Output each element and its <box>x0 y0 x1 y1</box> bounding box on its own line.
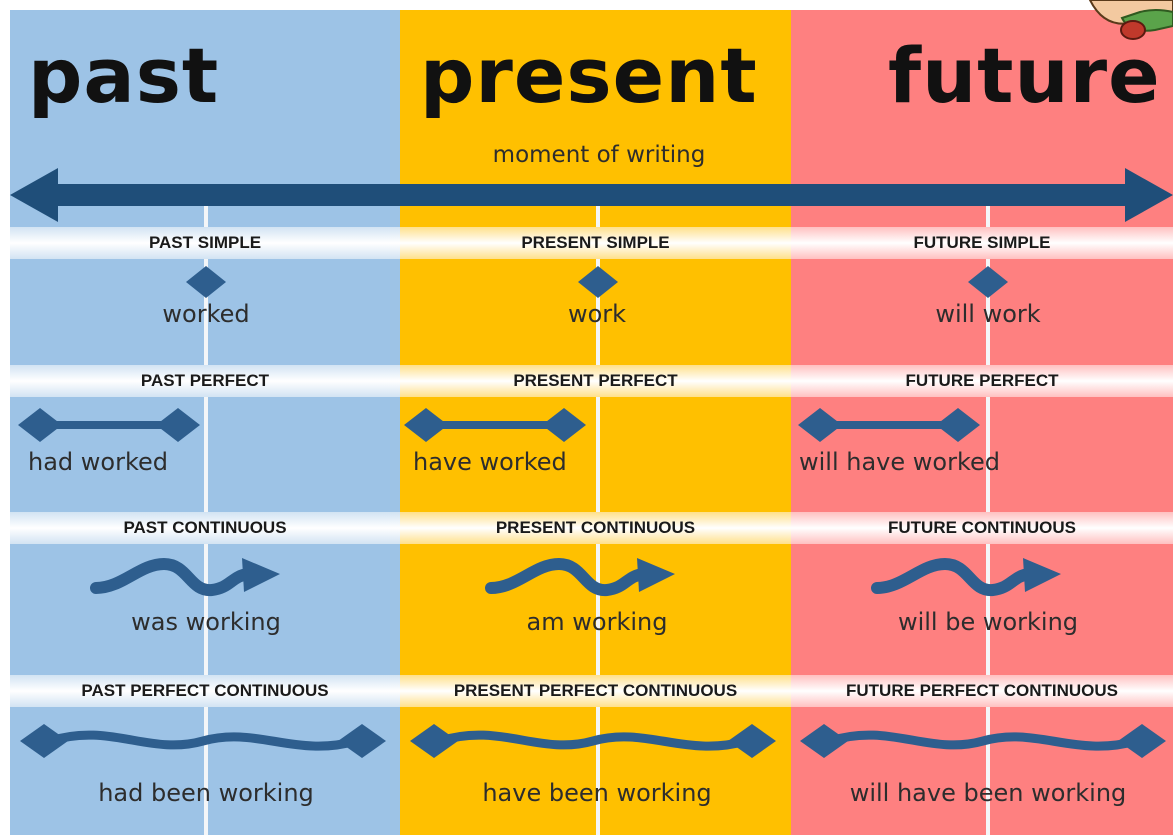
future-simple-heading: FUTURE SIMPLE <box>791 227 1173 259</box>
past-continuous-heading: PAST CONTINUOUS <box>10 512 400 544</box>
double-headed-arrow-icon <box>798 408 980 442</box>
future-continuous-heading: FUTURE CONTINUOUS <box>791 512 1173 544</box>
wavy-double-headed-arrow-icon <box>20 724 386 758</box>
past-perfect-continuous-form: had been working <box>98 779 314 807</box>
present-perfect-continuous-heading: PRESENT PERFECT CONTINUOUS <box>400 675 791 707</box>
wavy-arrow-icon <box>90 557 280 596</box>
future-perfect-continuous-form: will have been working <box>849 779 1127 807</box>
timeline-double-arrow-icon <box>10 168 1173 222</box>
past-perfect-heading: PAST PERFECT <box>10 365 400 397</box>
diamond-icon <box>578 266 618 298</box>
future-simple-form: will work <box>935 300 1041 328</box>
present-simple-form: work <box>567 300 627 328</box>
diamond-icon <box>186 266 226 298</box>
past-simple-heading: PAST SIMPLE <box>10 227 400 259</box>
moment-of-writing-label: moment of writing <box>492 142 706 168</box>
wavy-double-headed-arrow-icon <box>410 724 776 758</box>
present-title: present <box>420 31 758 120</box>
double-headed-arrow-icon <box>404 408 586 442</box>
double-headed-arrow-icon <box>18 408 200 442</box>
future-title: future <box>888 31 1161 120</box>
wavy-double-headed-arrow-icon <box>800 724 1166 758</box>
present-simple-heading: PRESENT SIMPLE <box>400 227 791 259</box>
present-perfect-continuous-form: have been working <box>482 779 712 807</box>
future-perfect-heading: FUTURE PERFECT <box>791 365 1173 397</box>
past-title: past <box>28 31 220 120</box>
future-continuous-form: will be working <box>897 608 1079 636</box>
past-simple-form: worked <box>162 300 250 328</box>
wavy-arrow-icon <box>485 557 675 596</box>
past-continuous-form: was working <box>131 608 281 636</box>
present-continuous-heading: PRESENT CONTINUOUS <box>400 512 791 544</box>
cartoon-figure-icon <box>1088 0 1173 40</box>
past-perfect-form: had worked <box>28 448 169 476</box>
present-continuous-form: am working <box>526 608 668 636</box>
future-perfect-continuous-heading: FUTURE PERFECT CONTINUOUS <box>791 675 1173 707</box>
future-perfect-form: will have worked <box>799 448 1000 476</box>
present-perfect-form: have worked <box>413 448 567 476</box>
diamond-icon <box>968 266 1008 298</box>
wavy-arrow-icon <box>871 557 1061 596</box>
past-perfect-continuous-heading: PAST PERFECT CONTINUOUS <box>10 675 400 707</box>
present-perfect-heading: PRESENT PERFECT <box>400 365 791 397</box>
